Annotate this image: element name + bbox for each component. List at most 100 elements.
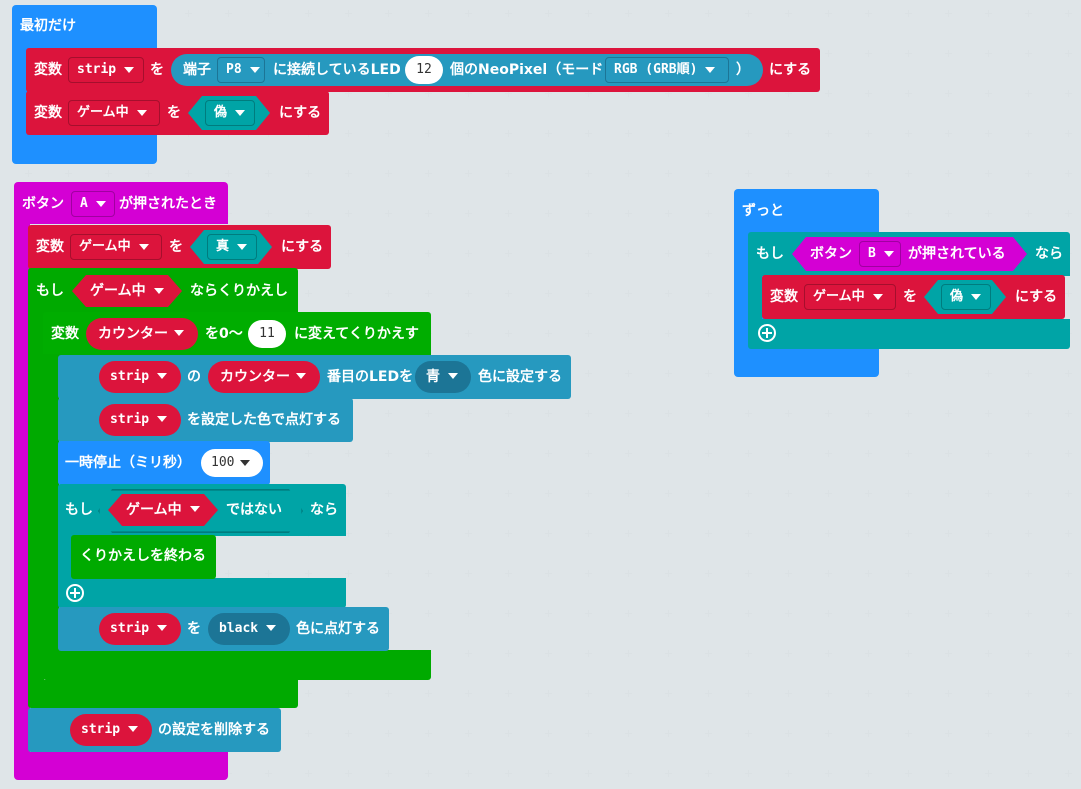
- var-dropdown-strip[interactable]: strip: [68, 57, 144, 83]
- grid-cross: [945, 10, 952, 17]
- grid-cross: [545, 570, 552, 577]
- grid-cross: [665, 570, 672, 577]
- set-color-label: 色に設定する: [478, 369, 562, 385]
- grid-cross: [505, 570, 512, 577]
- grid-cross: [785, 530, 792, 537]
- neopixel-label: 個のNeoPixel（モード: [450, 62, 604, 78]
- color-dropdown-black[interactable]: [208, 613, 290, 645]
- grid-cross: [745, 690, 752, 697]
- set-label: 変数: [770, 289, 798, 305]
- grid-cross: [905, 50, 912, 57]
- grid-cross: [985, 730, 992, 737]
- port-dropdown[interactable]: P8: [217, 57, 265, 83]
- chevron-down-icon[interactable]: [186, 497, 210, 523]
- grid-cross: [385, 130, 392, 137]
- grid-cross: [785, 490, 792, 497]
- add-else-icon[interactable]: [66, 584, 84, 602]
- grid-cross: [825, 130, 832, 137]
- bool-dropdown[interactable]: 偽: [205, 100, 255, 126]
- chevron-down-icon[interactable]: [150, 279, 174, 305]
- connected-label: に接続しているLED: [273, 62, 401, 78]
- grid-cross: [385, 410, 392, 417]
- grid-cross: [1025, 410, 1032, 417]
- grid-cross: [425, 170, 432, 177]
- grid-cross: [505, 530, 512, 537]
- var-dropdown-game[interactable]: ゲーム中: [70, 234, 162, 260]
- chevron-down-icon[interactable]: [170, 321, 194, 347]
- grid-cross: [865, 570, 872, 577]
- on-button-a-hat[interactable]: [14, 182, 228, 224]
- grid-cross: [545, 330, 552, 337]
- grid-cross: [385, 170, 392, 177]
- grid-cross: [985, 10, 992, 17]
- button-a-dropdown[interactable]: A: [71, 191, 115, 217]
- grid-cross: [1065, 450, 1072, 457]
- grid-cross: [385, 10, 392, 17]
- chevron-down-icon[interactable]: [153, 616, 177, 642]
- if-label: もし: [756, 246, 784, 262]
- repeat-label: ならくりかえし: [190, 283, 288, 299]
- grid-cross: [825, 50, 832, 57]
- grid-cross: [465, 170, 472, 177]
- grid-cross: [785, 450, 792, 457]
- grid-cross: [465, 770, 472, 777]
- for-max-input[interactable]: 11: [248, 320, 286, 348]
- grid-cross: [465, 10, 472, 17]
- chevron-down-icon[interactable]: [124, 717, 148, 743]
- chevron-down-icon[interactable]: [444, 364, 468, 390]
- strip-var-reporter[interactable]: [70, 714, 152, 746]
- chevron-down-icon[interactable]: [153, 364, 177, 390]
- grid-cross: [945, 570, 952, 577]
- strip-var-reporter[interactable]: [99, 404, 181, 436]
- to-label: を: [167, 105, 181, 121]
- grid-cross: [825, 170, 832, 177]
- grid-cross: [625, 650, 632, 657]
- grid-cross: [665, 250, 672, 257]
- color-dropdown-blue[interactable]: [415, 361, 471, 393]
- strip-var-reporter[interactable]: [99, 613, 181, 645]
- grid-cross: [625, 610, 632, 617]
- grid-cross: [1065, 290, 1072, 297]
- grid-cross: [465, 210, 472, 217]
- grid-cross: [705, 770, 712, 777]
- grid-cross: [825, 530, 832, 537]
- of-label: の: [187, 369, 201, 385]
- port-label: 端子: [183, 62, 211, 78]
- grid-cross: [865, 90, 872, 97]
- led-count-input[interactable]: 12: [405, 56, 443, 84]
- button-pressed-reporter[interactable]: [792, 237, 1027, 271]
- chevron-down-icon[interactable]: [153, 407, 177, 433]
- add-else-icon[interactable]: [758, 324, 776, 342]
- grid-cross: [545, 130, 552, 137]
- grid-cross: [625, 690, 632, 697]
- chevron-down-icon[interactable]: [262, 616, 286, 642]
- grid-cross: [345, 770, 352, 777]
- button-b-dropdown[interactable]: B: [859, 241, 901, 267]
- grid-cross: [385, 250, 392, 257]
- grid-cross: [705, 570, 712, 577]
- grid-cross: [385, 690, 392, 697]
- grid-cross: [425, 730, 432, 737]
- bool-dropdown[interactable]: 偽: [941, 284, 991, 310]
- mode-dropdown[interactable]: RGB (GRB順): [605, 57, 729, 83]
- grid-cross: [465, 690, 472, 697]
- grid-cross: [745, 530, 752, 537]
- grid-cross: [1025, 650, 1032, 657]
- grid-cross: [985, 410, 992, 417]
- grid-cross: [705, 130, 712, 137]
- strip-var-reporter[interactable]: [99, 361, 181, 393]
- bool-dropdown[interactable]: 真: [207, 234, 257, 260]
- grid-cross: [225, 10, 232, 17]
- chevron-down-icon[interactable]: [292, 364, 316, 390]
- grid-cross: [425, 210, 432, 217]
- grid-cross: [705, 530, 712, 537]
- grid-cross: [945, 130, 952, 137]
- grid-cross: [625, 730, 632, 737]
- pressed-label: が押されている: [908, 246, 1006, 262]
- var-dropdown-game[interactable]: ゲーム中: [804, 284, 896, 310]
- break-block[interactable]: [71, 535, 216, 579]
- var-dropdown-game[interactable]: ゲーム中: [68, 100, 160, 126]
- grid-cross: [425, 290, 432, 297]
- while-loop-foot: [28, 680, 298, 708]
- pause-ms-input[interactable]: 100: [201, 449, 263, 477]
